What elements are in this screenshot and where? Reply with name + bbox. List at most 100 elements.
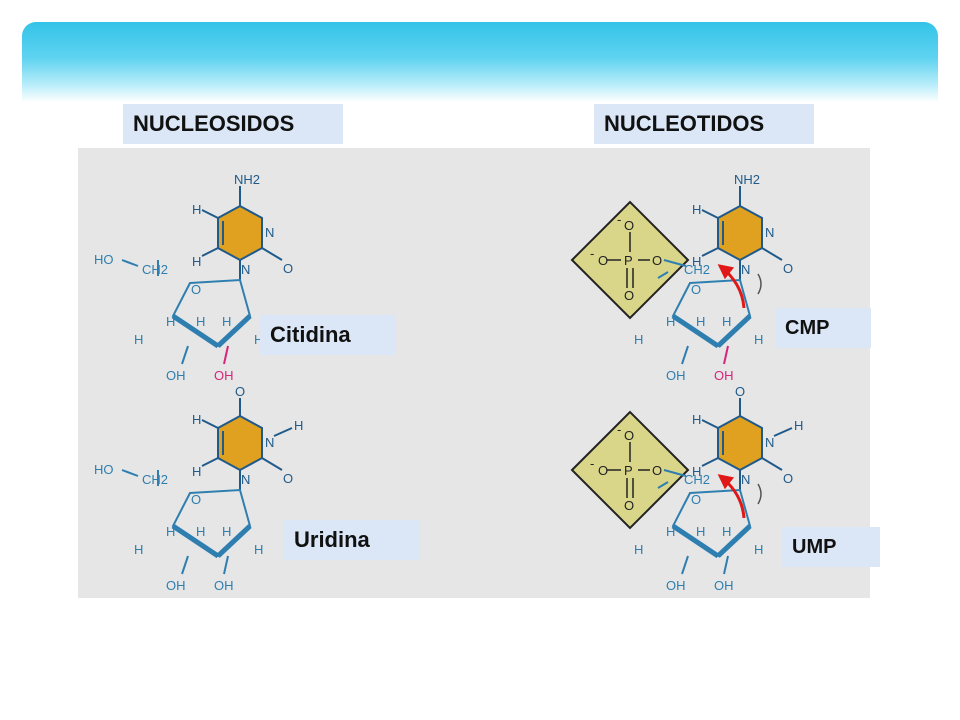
glycosidic-bond-arrow [717, 474, 746, 519]
h-atom: H [196, 524, 205, 539]
h-atom: H [666, 314, 675, 329]
h-atom: H [254, 542, 263, 557]
n-atom: N [265, 225, 274, 240]
uridina-label: Uridina [284, 520, 420, 560]
h-atom: H [794, 418, 803, 433]
o-atom: O [283, 471, 293, 486]
n-atom: N [241, 262, 250, 277]
h-atom: H [134, 542, 143, 557]
phosphate-group [570, 200, 690, 320]
ho-atom: HO [94, 252, 114, 267]
h-atom: H [692, 202, 701, 217]
h-atom: H [196, 314, 205, 329]
oh-atom: OH [166, 368, 186, 383]
nh2-atom: NH2 [234, 172, 260, 187]
nucleosidos-heading: NUCLEOSIDOS [123, 104, 343, 144]
o-atom: O [624, 218, 634, 233]
ump-structure: P O - O O - O O N H N O H H [570, 384, 803, 593]
o-atom: O [283, 261, 293, 276]
pyrimidine-ring [717, 204, 763, 262]
h-atom: H [634, 332, 643, 347]
ump-label: UMP [782, 527, 880, 567]
p-atom: P [624, 463, 633, 478]
h-atom: H [222, 524, 231, 539]
nucleotidos-heading: NUCLEOTIDOS [594, 104, 814, 144]
h-atom: H [754, 332, 763, 347]
o-atom: O [191, 492, 201, 507]
o-atom: O [598, 253, 608, 268]
o-atom: O [598, 463, 608, 478]
citidina-label: Citidina [260, 315, 396, 355]
o-atom: O [691, 282, 701, 297]
glycosidic-bond-arrow [717, 264, 746, 309]
o-atom: O [191, 282, 201, 297]
uridina-structure: O N H N O H H O CH2 HO H H H H H [94, 384, 303, 593]
ho-atom: HO [94, 462, 114, 477]
minus-charge: - [590, 246, 594, 261]
h-atom: H [222, 314, 231, 329]
citidina-structure: NH2 N N O H H O CH2 HO H H H H H OH [94, 172, 293, 383]
phosphate-group [570, 410, 690, 530]
ribose-ring [171, 488, 252, 558]
n-atom: N [265, 435, 274, 450]
o-atom: O [652, 463, 662, 478]
o-atom: O [735, 384, 745, 399]
ch2-atom: CH2 [142, 262, 168, 277]
h-atom: H [166, 314, 175, 329]
h-atom: H [192, 254, 201, 269]
oh-atom: OH [214, 578, 234, 593]
oh-atom-2prime: OH [214, 368, 234, 383]
n-atom: N [765, 435, 774, 450]
n-atom: N [741, 472, 750, 487]
h-atom: H [166, 524, 175, 539]
oh-atom: OH [666, 368, 686, 383]
o-atom: O [624, 288, 634, 303]
h-atom: H [692, 412, 701, 427]
n-atom: N [741, 262, 750, 277]
cmp-label: CMP [775, 308, 871, 348]
h-atom: H [192, 464, 201, 479]
h-atom: H [722, 314, 731, 329]
minus-charge: - [617, 422, 621, 437]
oh-atom-2prime: OH [714, 368, 734, 383]
oh-atom: OH [666, 578, 686, 593]
o-atom: O [783, 261, 793, 276]
h-atom: H [692, 254, 701, 269]
cmp-structure: P O - O O - O NH2 N N O H H [570, 172, 793, 383]
n-atom: N [241, 472, 250, 487]
minus-charge: - [617, 212, 621, 227]
h-atom: H [254, 332, 263, 347]
pyrimidine-ring [217, 204, 263, 262]
ribose-ring [171, 278, 252, 348]
n-atom: N [765, 225, 774, 240]
h-atom: H [192, 202, 201, 217]
h-atom: H [634, 542, 643, 557]
oh-atom: OH [714, 578, 734, 593]
structures-panel: NH2 N N O H H O CH2 HO H H H H H OH [78, 148, 870, 598]
h-atom: H [294, 418, 303, 433]
h-atom: H [696, 524, 705, 539]
ch2-atom: CH2 [684, 472, 710, 487]
o-atom: O [783, 471, 793, 486]
pyrimidine-ring [717, 414, 763, 472]
oh-atom: OH [166, 578, 186, 593]
o-atom: O [235, 384, 245, 399]
pyrimidine-ring [217, 414, 263, 472]
h-atom: H [192, 412, 201, 427]
nh2-atom: NH2 [734, 172, 760, 187]
o-atom: O [652, 253, 662, 268]
ch2-atom: CH2 [684, 262, 710, 277]
h-atom: H [692, 464, 701, 479]
o-atom: O [691, 492, 701, 507]
h-atom: H [666, 524, 675, 539]
structures-drawing: NH2 N N O H H O CH2 HO H H H H H OH [94, 172, 803, 593]
o-atom: O [624, 428, 634, 443]
h-atom: H [134, 332, 143, 347]
minus-charge: - [590, 456, 594, 471]
header-banner [22, 22, 938, 102]
p-atom: P [624, 253, 633, 268]
h-atom: H [722, 524, 731, 539]
ch2-atom: CH2 [142, 472, 168, 487]
h-atom: H [696, 314, 705, 329]
o-atom: O [624, 498, 634, 513]
